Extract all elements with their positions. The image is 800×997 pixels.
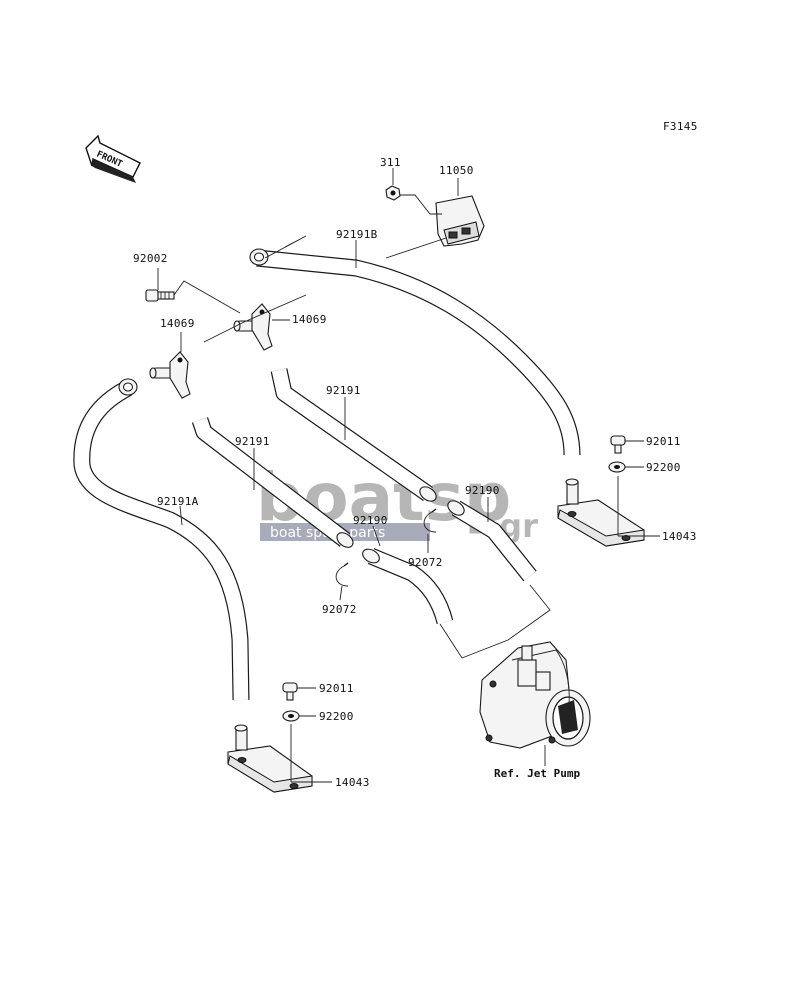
- bracket-14043-right: [557, 478, 645, 547]
- callout-11050: 11050: [439, 164, 474, 177]
- washer-92200-right: [608, 461, 626, 473]
- bracket-11050: [435, 195, 485, 247]
- callout-14043-left: 14043: [335, 776, 370, 789]
- callout-92200-right: 92200: [646, 461, 681, 474]
- jet-pump-housing: [479, 641, 591, 749]
- leader-lines: [157, 168, 660, 783]
- front-arrow-icon: FRONT: [85, 134, 141, 183]
- clip-92072-left: [335, 562, 349, 587]
- callout-92072-left: 92072: [322, 603, 357, 616]
- callout-92190-left: 92190: [353, 514, 388, 527]
- callout-92190-right: 92190: [465, 484, 500, 497]
- fitting-14069-left: [149, 351, 191, 399]
- screw-92011-left: [282, 682, 298, 701]
- hose-92191A: [73, 378, 250, 701]
- figure-code: F3145: [663, 120, 698, 133]
- hose-92190-left: [362, 548, 454, 625]
- callout-92072-right: 92072: [408, 556, 443, 569]
- fitting-14069-right: [233, 303, 273, 351]
- screw-92011-right: [610, 435, 626, 454]
- callout-14069-right: 14069: [292, 313, 327, 326]
- callout-92191A: 92191A: [157, 495, 199, 508]
- clip-92072-right: [423, 508, 437, 533]
- callout-92011-left: 92011: [319, 682, 354, 695]
- bolt-92002: [145, 289, 175, 302]
- hose-92191-lower: [191, 417, 354, 548]
- callout-92200-left: 92200: [319, 710, 354, 723]
- callout-92191-lower: 92191: [235, 435, 270, 448]
- callout-14069-left: 14069: [160, 317, 195, 330]
- hose-92191-upper: [270, 368, 437, 502]
- callout-311: 311: [380, 156, 401, 169]
- callout-14043-right: 14043: [662, 530, 697, 543]
- washer-92200-left: [282, 710, 300, 722]
- hose-92190-right: [447, 500, 537, 582]
- reference-jet-pump: Ref. Jet Pump: [494, 767, 580, 780]
- nut-311: [385, 185, 401, 201]
- callout-92011-right: 92011: [646, 435, 681, 448]
- callout-92191B: 92191B: [336, 228, 378, 241]
- callout-92002: 92002: [133, 252, 168, 265]
- callout-92191-upper: 92191: [326, 384, 361, 397]
- hose-92191B: [249, 248, 581, 456]
